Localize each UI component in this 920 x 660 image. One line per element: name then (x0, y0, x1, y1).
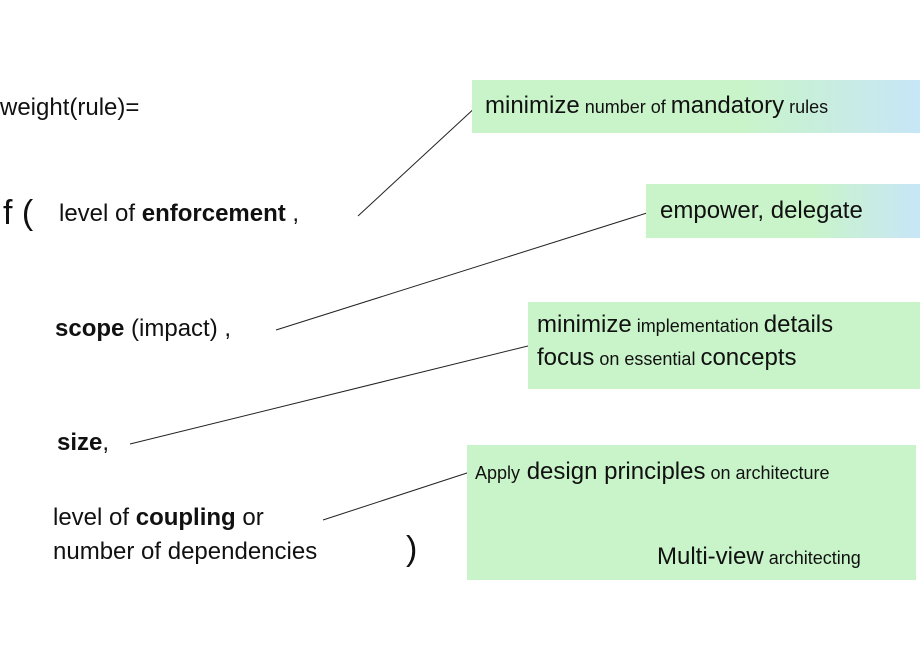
factor-coupling: level of coupling or (53, 504, 264, 531)
connector-scope (275, 211, 651, 331)
formula-lhs: weight(rule)= (0, 94, 140, 121)
function-close: ) (406, 530, 418, 568)
factor-enforcement: level of enforcement , (59, 200, 300, 227)
factor-dependencies: number of dependencies (53, 538, 318, 565)
note-design-principles: Apply design principles on architecture … (467, 445, 916, 580)
note-implementation: minimize implementation details focus on… (528, 302, 920, 389)
function-open: f ( (3, 194, 34, 232)
connector-coupling (322, 471, 471, 521)
factor-scope: scope (impact) , (55, 315, 232, 342)
connector-size (129, 344, 533, 445)
note-mandatory-rules: minimize number of mandatory rules (472, 80, 920, 133)
connector-enforcement (357, 104, 479, 217)
factor-size: size, (57, 429, 110, 456)
note-empower: empower, delegate (646, 184, 920, 238)
